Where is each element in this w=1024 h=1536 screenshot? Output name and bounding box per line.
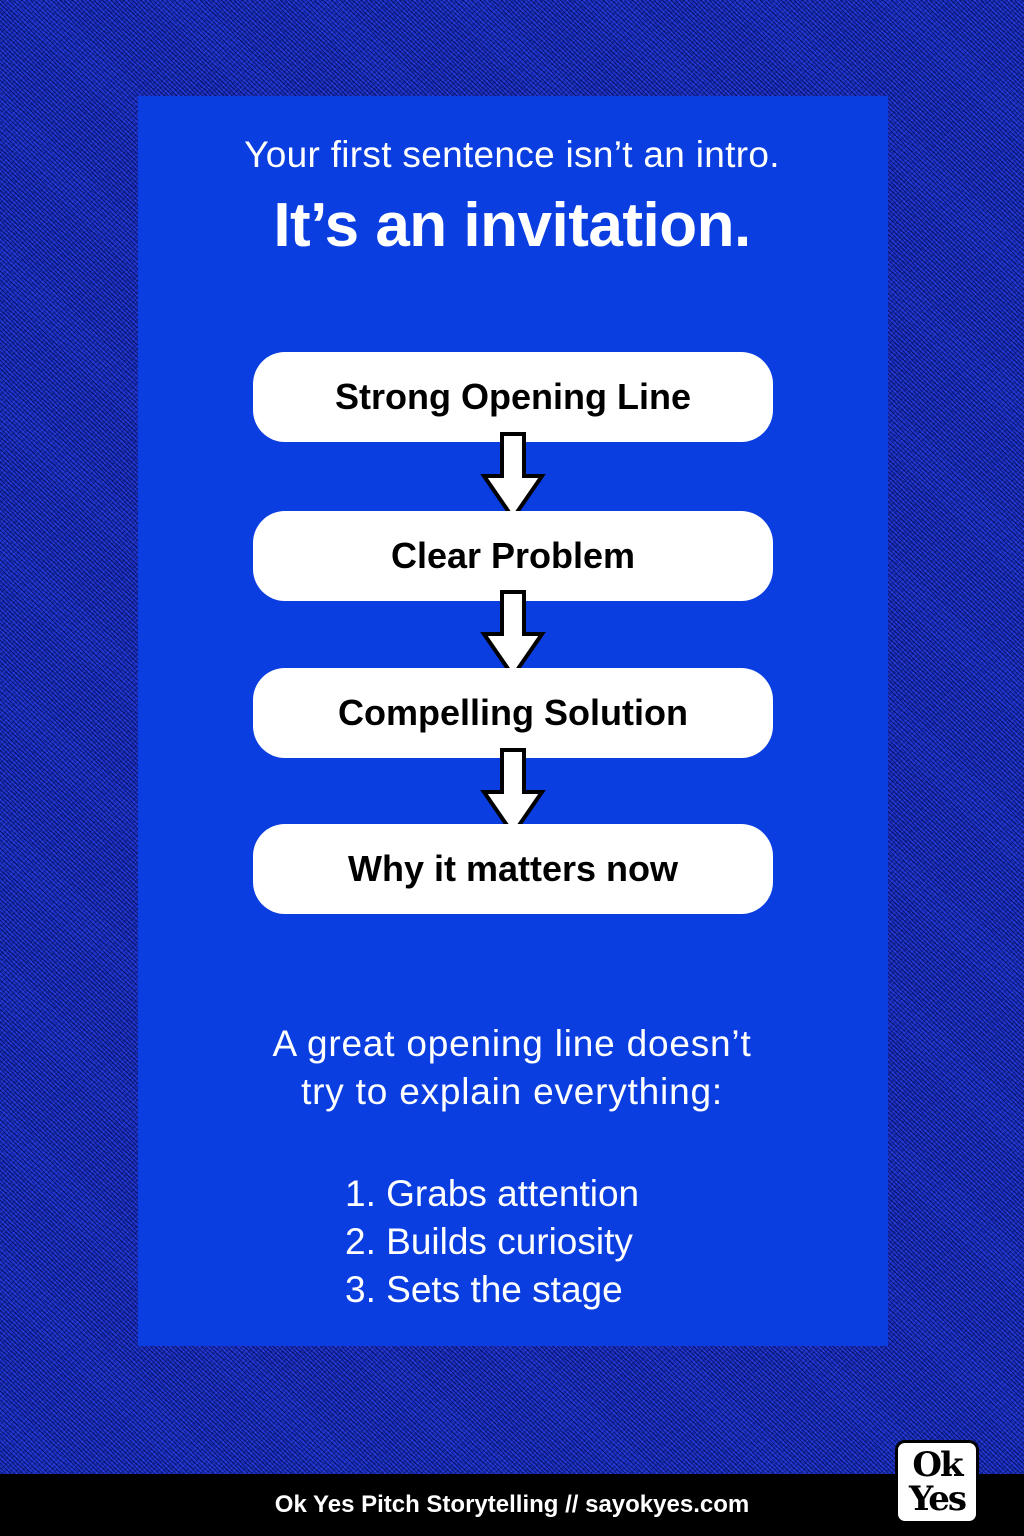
body-line-2: try to explain everything: bbox=[301, 1071, 723, 1112]
logo-line-1: Ok bbox=[912, 1445, 963, 1485]
list-item: 2. Builds curiosity bbox=[345, 1221, 633, 1262]
step-compelling-solution: Compelling Solution bbox=[253, 668, 773, 758]
list-item: 1. Grabs attention bbox=[345, 1173, 640, 1214]
step-clear-problem: Clear Problem bbox=[253, 511, 773, 601]
footer-text: Ok Yes Pitch Storytelling // sayokyes.co… bbox=[274, 1491, 750, 1518]
body-text: A great opening line doesn’t try to expl… bbox=[0, 1020, 1024, 1116]
step-strong-opening-line: Strong Opening Line bbox=[253, 352, 773, 442]
body-line-1: A great opening line doesn’t bbox=[272, 1023, 752, 1064]
down-arrow-icon bbox=[480, 748, 546, 838]
benefits-list: 1. Grabs attention 2. Builds curiosity 3… bbox=[345, 1170, 639, 1314]
ok-yes-logo: Ok Yes bbox=[895, 1440, 979, 1524]
down-arrow-icon bbox=[480, 590, 546, 680]
subhead: Your first sentence isn’t an intro. bbox=[244, 134, 780, 175]
step-why-it-matters-now: Why it matters now bbox=[253, 824, 773, 914]
footer-bar: Ok Yes Pitch Storytelling // sayokyes.co… bbox=[0, 1474, 1024, 1536]
headline: It’s an invitation. bbox=[273, 191, 751, 260]
logo-line-2: Yes bbox=[908, 1479, 967, 1519]
list-item: 3. Sets the stage bbox=[345, 1269, 623, 1310]
down-arrow-icon bbox=[480, 432, 546, 522]
